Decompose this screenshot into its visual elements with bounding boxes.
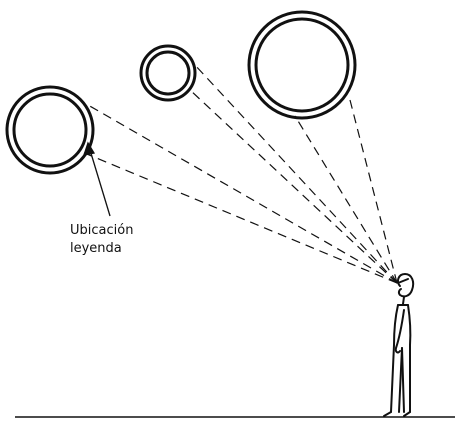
sign-large-right (249, 12, 355, 118)
sign-left (7, 87, 93, 173)
sign-small-center (141, 46, 195, 100)
label-leader-arrow (84, 143, 110, 216)
annotation-label-line-1: Ubicación (70, 222, 133, 239)
annotation-label-line-2: leyenda (70, 240, 122, 257)
observer-figure (384, 274, 413, 416)
sight-lines (82, 64, 397, 283)
